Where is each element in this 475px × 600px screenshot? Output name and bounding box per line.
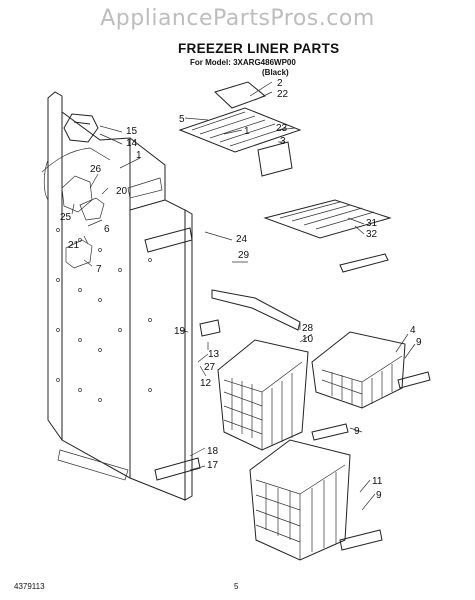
callout-11: 11 — [372, 476, 383, 487]
model-number: For Model: 3XARG486WP00 — [190, 58, 296, 67]
model-color: (Black) — [262, 68, 289, 77]
callout-labels: 2 22 5 1 23 3 15 14 1 26 20 25 6 21 7 24… — [60, 78, 422, 501]
callout-10: 10 — [302, 334, 314, 345]
callout-1b: 1 — [136, 150, 142, 161]
callout-14: 14 — [126, 138, 138, 149]
lower-basket — [249, 439, 351, 561]
callout-29: 29 — [238, 250, 250, 261]
callout-leaders — [71, 81, 416, 511]
callout-9: 9 — [416, 337, 422, 348]
callout-2: 2 — [277, 78, 283, 89]
callout-17: 17 — [207, 460, 219, 471]
callout-1: 1 — [244, 126, 250, 137]
upper-shelf-assembly — [178, 81, 302, 177]
callout-26: 26 — [90, 164, 102, 175]
callout-5: 5 — [179, 114, 185, 125]
callout-9b: 9 — [354, 426, 360, 437]
callout-9c: 9 — [376, 490, 382, 501]
site-watermark: AppliancePartsPros.com — [100, 6, 375, 31]
callout-31: 31 — [366, 218, 378, 229]
callout-21: 21 — [68, 240, 80, 251]
callout-24: 24 — [236, 234, 248, 245]
callout-4: 4 — [410, 325, 416, 336]
cover-plate-part — [199, 319, 221, 337]
callout-12: 12 — [200, 378, 212, 389]
callout-18: 18 — [207, 446, 219, 457]
basket-slide-part — [211, 289, 301, 331]
callout-13: 13 — [208, 349, 220, 360]
freezer-liner-drawing — [41, 91, 193, 501]
basket-trim-part-1 — [397, 371, 431, 389]
upper-right-basket — [311, 331, 406, 409]
grille-part — [154, 457, 201, 481]
callout-22: 22 — [277, 89, 289, 100]
basket-trim-part-2 — [311, 423, 349, 441]
basket-trim-part-3 — [339, 529, 383, 551]
callout-27: 27 — [204, 362, 216, 373]
upper-left-basket — [217, 339, 309, 451]
wire-shelf-part — [263, 199, 392, 273]
document-number: 4379113 — [14, 582, 45, 591]
callout-3: 3 — [280, 136, 286, 147]
page-title: FREEZER LINER PARTS — [178, 41, 340, 56]
callout-32: 32 — [366, 229, 378, 240]
callout-28: 28 — [302, 323, 314, 334]
callout-19: 19 — [174, 326, 186, 337]
callout-6: 6 — [104, 224, 110, 235]
shelf-trim-part — [144, 227, 193, 253]
callout-23: 23 — [276, 123, 288, 134]
callout-15: 15 — [126, 126, 138, 137]
page-number: 5 — [234, 582, 239, 591]
callout-20: 20 — [116, 186, 128, 197]
callout-25: 25 — [60, 212, 72, 223]
callout-7: 7 — [96, 264, 102, 275]
damper-bracket-part — [63, 113, 99, 143]
